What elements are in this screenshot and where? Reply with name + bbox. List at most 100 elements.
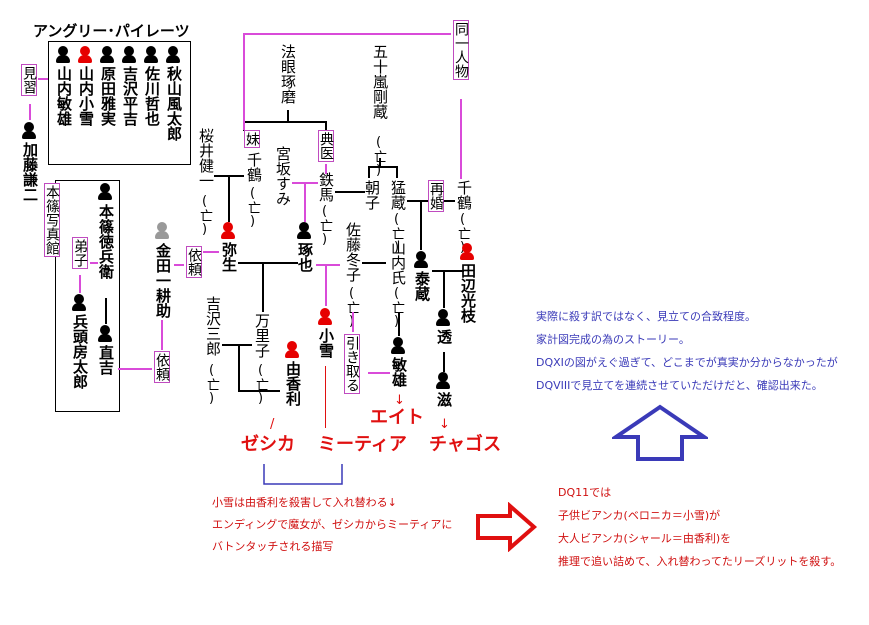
member-name: 秋山風太郎 bbox=[165, 66, 183, 141]
person-name-toru: 透 bbox=[435, 329, 453, 344]
relation-line bbox=[38, 78, 48, 80]
child-line bbox=[420, 200, 422, 250]
person-name-houganma: 法眼琢磨 bbox=[279, 44, 297, 104]
person-icon-yayoi bbox=[221, 222, 235, 240]
relation-line bbox=[304, 182, 306, 222]
note-red-line: エンディングで魔女が、ゼシカからミーティアに bbox=[212, 518, 453, 531]
right-arrow-icon bbox=[476, 502, 538, 552]
person-name-honjo: 本篠徳兵衛 bbox=[97, 204, 115, 279]
relation-line bbox=[368, 372, 390, 374]
relation-line bbox=[325, 164, 327, 174]
child-line bbox=[228, 175, 230, 222]
relation-line bbox=[90, 262, 98, 264]
person-name-chizuru1: 千鶴 bbox=[245, 152, 263, 182]
person-name-kaneda: 金田一耕助 bbox=[154, 243, 172, 318]
person-name-igarashi: 五十嵐剛蔵 bbox=[371, 44, 389, 119]
member-name: 原田雅実 bbox=[99, 66, 117, 126]
label-teni: 典医 bbox=[318, 130, 334, 162]
relation-line bbox=[118, 368, 152, 370]
child-line bbox=[443, 270, 445, 308]
person-icon-toshio2 bbox=[391, 337, 405, 355]
person-name-sakurai: 桜井健一 bbox=[197, 128, 215, 188]
deceased-mark: (亡) bbox=[344, 286, 359, 329]
person-name-yoshizawa: 吉沢三郎 bbox=[204, 296, 222, 356]
relation-line bbox=[79, 275, 81, 293]
child-line bbox=[262, 262, 264, 312]
person-icon-hyodo bbox=[72, 294, 86, 312]
swap-bracket bbox=[263, 464, 343, 485]
relation-line bbox=[460, 99, 462, 179]
child-line bbox=[443, 352, 445, 372]
person-name-hyodo: 兵頭房太郎 bbox=[71, 314, 89, 389]
game-name-eito: エイト bbox=[370, 407, 424, 428]
spouse-line bbox=[432, 270, 464, 272]
arrow-mark: ↓ bbox=[394, 393, 405, 408]
person-icon-taizo bbox=[414, 251, 428, 269]
sibling-line bbox=[368, 166, 398, 168]
game-name-zeshika: ゼシカ bbox=[241, 434, 295, 455]
game-name-chagosu: チャゴス bbox=[429, 434, 502, 455]
spouse-line bbox=[222, 344, 252, 346]
note-blue-line: DQXIの図がえぐ過ぎて、どこまでが真実か分からなかったが bbox=[536, 356, 838, 369]
note-red-line: 子供ビアンカ(ベロニカ＝小雪)が bbox=[558, 509, 721, 522]
parent-line bbox=[379, 158, 381, 168]
person-name-taizo: 泰蔵 bbox=[413, 271, 431, 301]
person-icon-taguchi bbox=[460, 243, 474, 261]
deceased-mark: (亡) bbox=[197, 194, 212, 237]
slash-mark: / bbox=[270, 417, 275, 432]
member-name: 山内小雪 bbox=[77, 66, 95, 126]
label-douitsu: 同一人物 bbox=[453, 20, 469, 80]
person-icon-toru bbox=[436, 309, 450, 327]
studio-frame bbox=[55, 180, 120, 412]
person-icon-honjo bbox=[98, 183, 112, 201]
relation-line bbox=[174, 264, 184, 266]
parent-line bbox=[105, 298, 107, 324]
note-red-line: バトンタッチされる描写 bbox=[212, 540, 334, 553]
member-name: 佐川哲也 bbox=[143, 66, 161, 126]
deceased-mark: (亡) bbox=[371, 135, 386, 178]
label-saikon: 再婚 bbox=[428, 180, 444, 212]
sibling-line bbox=[325, 121, 327, 131]
person-icon-toshio bbox=[56, 46, 70, 64]
person-icon-shigeru bbox=[436, 372, 450, 390]
relation-line bbox=[203, 251, 219, 253]
person-name-takuya: 琢也 bbox=[296, 242, 314, 272]
sibling-line bbox=[243, 121, 327, 123]
arrow-mark: ↓ bbox=[439, 417, 450, 432]
relation-line bbox=[325, 264, 327, 306]
parent-line bbox=[287, 110, 289, 122]
person-name-miyasaka: 宮坂すみ bbox=[274, 146, 292, 206]
arrow-line bbox=[325, 366, 326, 428]
deceased-mark: (亡) bbox=[389, 212, 404, 255]
relation-line bbox=[243, 33, 451, 35]
game-name-meetia: ミーティア bbox=[318, 434, 407, 455]
spouse-line bbox=[335, 191, 365, 193]
person-icon-kato bbox=[22, 122, 36, 140]
relation-line bbox=[316, 264, 340, 266]
note-blue-line: DQVIIIで見立てを連続させていただけだと、確認出来た。 bbox=[536, 379, 823, 392]
relation-line bbox=[352, 312, 354, 332]
person-icon-naokichi bbox=[98, 325, 112, 343]
person-icon-akiyama bbox=[166, 46, 180, 64]
person-name-takezo: 猛蔵 bbox=[389, 180, 407, 210]
person-name-naokichi: 直吉 bbox=[97, 345, 115, 375]
note-red-line: 推理で追い詰めて、入れ替わってたリーズリットを殺す。 bbox=[558, 555, 842, 568]
person-name-sato: 佐藤冬子 bbox=[344, 222, 362, 282]
person-name-asako: 朝子 bbox=[363, 180, 381, 210]
person-name-shigeru: 滋 bbox=[435, 392, 453, 407]
note-blue-line: 実際に殺す訳ではなく、見立ての合致程度。 bbox=[536, 310, 756, 323]
person-icon-yoshizawa-h bbox=[122, 46, 136, 64]
person-icon-sagawa bbox=[144, 46, 158, 64]
child-line bbox=[238, 390, 280, 392]
label-deshi: 弟子 bbox=[72, 237, 88, 269]
person-name-taguchi: 田辺光枝 bbox=[459, 263, 477, 323]
pirates-frame bbox=[48, 41, 191, 165]
member-name: 吉沢平吉 bbox=[121, 66, 139, 126]
relation-line bbox=[161, 320, 163, 350]
label-imouto: 妹 bbox=[244, 130, 260, 148]
deceased-mark: (亡) bbox=[204, 363, 219, 406]
spouse-line bbox=[238, 262, 298, 264]
label-irai-yayoi: 依頼 bbox=[186, 246, 202, 278]
relation-line bbox=[29, 104, 31, 120]
person-name-koyuki: 小雪 bbox=[317, 328, 335, 358]
